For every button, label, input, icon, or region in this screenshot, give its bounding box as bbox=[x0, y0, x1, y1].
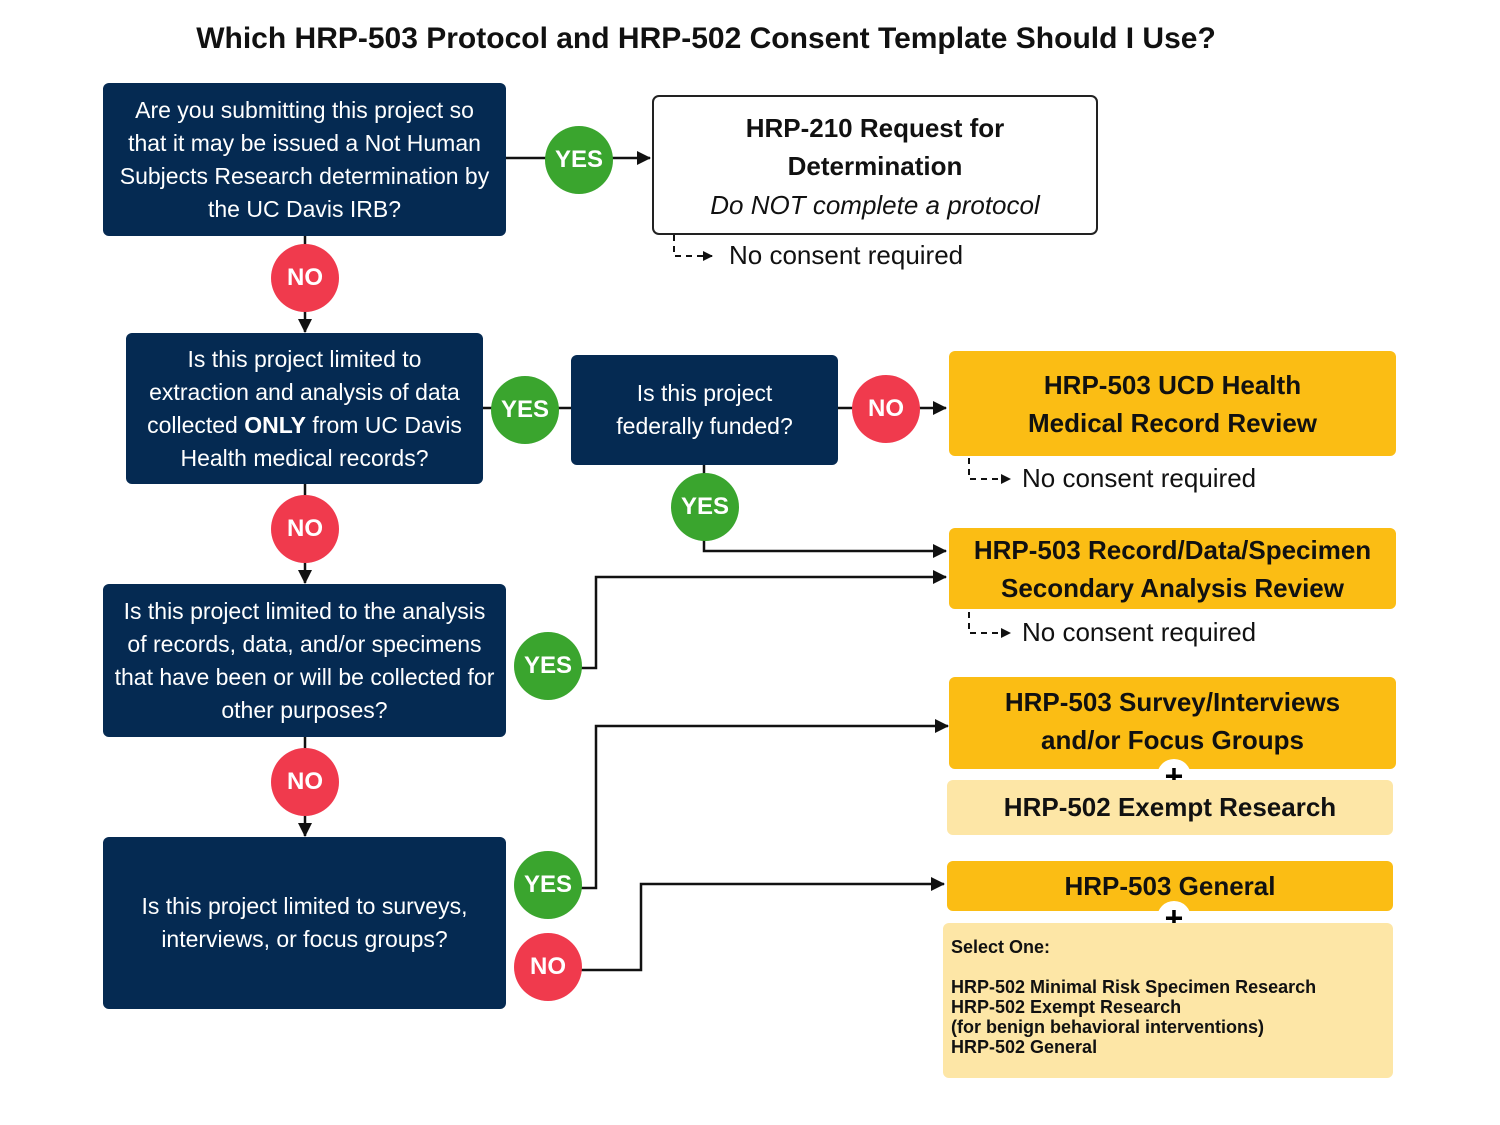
question-medical-records-emphasis: ONLY bbox=[244, 411, 307, 438]
select-option: (for benign behavioral interventions) bbox=[951, 1017, 1265, 1037]
yes-badge: YES bbox=[671, 473, 739, 541]
no-badge: NO bbox=[852, 375, 920, 443]
question-medical-records: Is this project limited to extraction an… bbox=[126, 333, 483, 484]
yes-badge: YES bbox=[491, 376, 559, 444]
question-not-human-subjects-text: Are you submitting this project so that … bbox=[119, 96, 490, 222]
question-federally-funded-text: Is this project federally funded? bbox=[616, 380, 793, 439]
q5-yes-line bbox=[702, 465, 947, 558]
q4-no-line bbox=[580, 877, 945, 972]
page-title: Which HRP-503 Protocol and HRP-502 Conse… bbox=[196, 22, 1216, 55]
outcome-secondary-analysis-review: HRP-503 Record/Data/Specimen Secondary A… bbox=[949, 528, 1396, 609]
consent-select-one-box: Select One: HRP-502 Minimal Risk Specime… bbox=[943, 923, 1393, 1078]
question-medical-records-pre: Is this project limited to extraction an… bbox=[147, 345, 460, 438]
yes-badge: YES bbox=[514, 632, 582, 700]
outcome-medical-record-review: HRP-503 UCD Health Medical Record Review bbox=[949, 351, 1396, 456]
question-federally-funded: Is this project federally funded? bbox=[571, 355, 838, 465]
no-consent-note: No consent required bbox=[1022, 463, 1257, 493]
no-badge: NO bbox=[271, 748, 339, 816]
no-consent-note: No consent required bbox=[729, 240, 964, 270]
question-not-human-subjects: Are you submitting this project so that … bbox=[103, 83, 506, 236]
q4-yes-line bbox=[580, 719, 949, 890]
outcome-hrp210: HRP-210 Request for Determination Do NOT… bbox=[652, 95, 1098, 235]
question-medical-records-post: from UC Davis Health medical records? bbox=[180, 411, 462, 471]
question-medical-records-text: Is this project limited to extraction an… bbox=[136, 343, 473, 475]
select-option: HRP-502 General bbox=[951, 1037, 1098, 1057]
question-surveys-text: Is this project limited to surveys, inte… bbox=[141, 893, 468, 952]
medical-no-consent-arrow bbox=[968, 458, 1011, 484]
outcome-survey-interviews: HRP-503 Survey/Interviews and/or Focus G… bbox=[949, 677, 1396, 769]
question-secondary-analysis-text: Is this project limited to the analysis … bbox=[114, 597, 495, 723]
no-badge: NO bbox=[271, 495, 339, 563]
hrp210-no-consent-arrow bbox=[673, 235, 713, 261]
no-consent-note: No consent required bbox=[1022, 617, 1257, 647]
q3-yes-line bbox=[580, 570, 947, 670]
select-option: HRP-502 Exempt Research bbox=[951, 997, 1182, 1017]
no-badge: NO bbox=[271, 244, 339, 312]
outcome-hrp210-note: Do NOT complete a protocol bbox=[710, 190, 1040, 220]
secondary-no-consent-arrow bbox=[968, 612, 1011, 638]
yes-badge: YES bbox=[545, 126, 613, 194]
outcome-exempt-research-consent: HRP-502 Exempt Research bbox=[947, 780, 1393, 835]
question-secondary-analysis: Is this project limited to the analysis … bbox=[103, 584, 506, 737]
question-surveys: Is this project limited to surveys, inte… bbox=[103, 837, 506, 1009]
yes-badge: YES bbox=[514, 851, 582, 919]
select-one-header: Select One: bbox=[951, 937, 1051, 957]
select-option: HRP-502 Minimal Risk Specimen Research bbox=[951, 977, 1317, 997]
no-badge: NO bbox=[514, 933, 582, 1001]
outcome-hrp210-title: HRP-210 Request for Determination bbox=[745, 113, 1005, 181]
